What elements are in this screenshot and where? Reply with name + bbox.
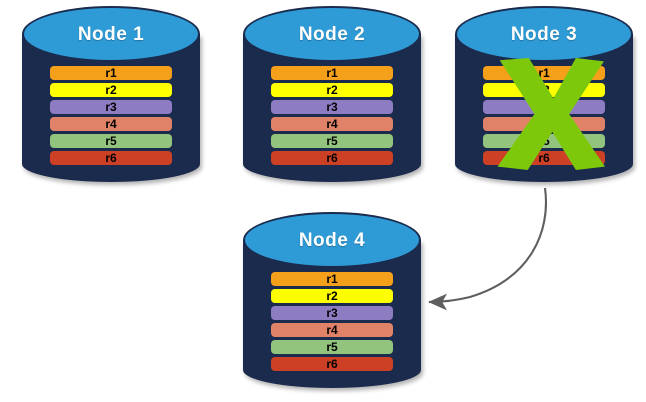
node-title: Node 3 [510,24,578,45]
record-row-r5[interactable]: r5 [50,134,172,148]
record-list: r1 r2 r3 r4 r5 r6 [50,66,172,165]
arrow-path [428,187,547,311]
record-row-r3[interactable]: r3 [271,306,393,320]
record-row-r2[interactable]: r2 [271,289,393,303]
node-title: Node 2 [298,24,366,45]
record-list: r1 r2 r3 r4 r5 r6 [271,272,393,371]
node-1[interactable]: Node 1 r1 r2 r3 r4 r5 r6 [22,6,200,182]
record-row-r2[interactable]: r2 [50,83,172,97]
cylinder-top-ellipse [243,6,421,62]
record-row-r5[interactable]: r5 [271,134,393,148]
record-row-r1[interactable]: r1 [50,66,172,80]
node-4[interactable]: Node 4 r1 r2 r3 r4 r5 r6 [243,212,421,388]
record-row-r2[interactable]: r2 [271,83,393,97]
node-2[interactable]: Node 2 r1 r2 r3 r4 r5 r6 [243,6,421,182]
record-row-r3[interactable]: r3 [271,100,393,114]
record-row-r4[interactable]: r4 [50,117,172,131]
record-row-r1[interactable]: r1 [271,272,393,286]
cylinder-top-ellipse [243,212,421,268]
record-row-r6[interactable]: r6 [271,357,393,371]
node-title: Node 4 [298,230,366,251]
record-row-r3[interactable]: r3 [50,100,172,114]
cylinder-top-ellipse [22,6,200,62]
record-row-r4[interactable]: r4 [271,323,393,337]
record-row-r6[interactable]: r6 [50,151,172,165]
node-title: Node 1 [77,24,145,45]
record-list: r1 r2 r3 r4 r5 r6 [271,66,393,165]
record-row-r6[interactable]: r6 [271,151,393,165]
record-row-r1[interactable]: r1 [271,66,393,80]
record-row-r5[interactable]: r5 [271,340,393,354]
record-row-r4[interactable]: r4 [271,117,393,131]
cylinder-top-ellipse [455,6,633,62]
